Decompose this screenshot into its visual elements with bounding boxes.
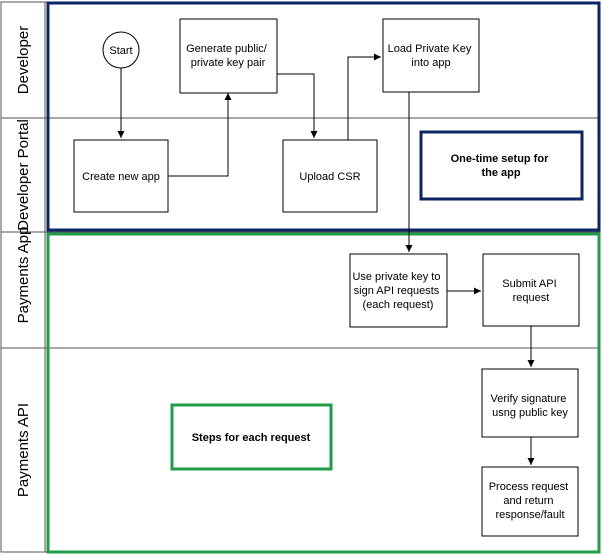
setup-group-outline [46, 1, 601, 232]
sign-requests-label: Use private key to sign API requests (ea… [352, 271, 443, 311]
submit-request-label: Submit API request [502, 278, 559, 304]
per-request-note-label: Steps for each request [192, 432, 311, 444]
lane-label-developer: Developer [15, 26, 32, 94]
start-node [102, 31, 140, 69]
per-request-note-box [170, 403, 333, 471]
load-private-key-label: Load Private Key into app [388, 43, 475, 69]
generate-keys-box [179, 18, 278, 94]
generate-keys-label: Generate public/ private key pair [186, 43, 270, 69]
request-group-outline [46, 232, 601, 554]
setup-note-box [419, 130, 584, 201]
upload-csr-label: Upload CSR [299, 171, 360, 183]
create-new-app-label: Create new app [82, 171, 160, 183]
sign-requests-box [349, 253, 448, 328]
verify-signature-box [481, 368, 579, 438]
process-request-label: Process request and return response/faul… [489, 481, 572, 521]
lane-label-developer-portal: Developer Portal [15, 119, 32, 231]
lane-label-payments-api: Payments API [15, 403, 32, 497]
connectors [117, 53, 535, 465]
lane-label-payments-app: Payments App [15, 227, 32, 324]
setup-note-label: One-time setup for the app [451, 153, 552, 179]
start-label: Start [109, 45, 132, 57]
submit-request-box [482, 253, 580, 327]
load-private-key-box [382, 18, 480, 93]
create-new-app-box [73, 139, 169, 213]
process-request-box [481, 466, 579, 537]
verify-signature-label: Verify signature usng public key [491, 393, 570, 419]
upload-csr-box [282, 139, 378, 213]
